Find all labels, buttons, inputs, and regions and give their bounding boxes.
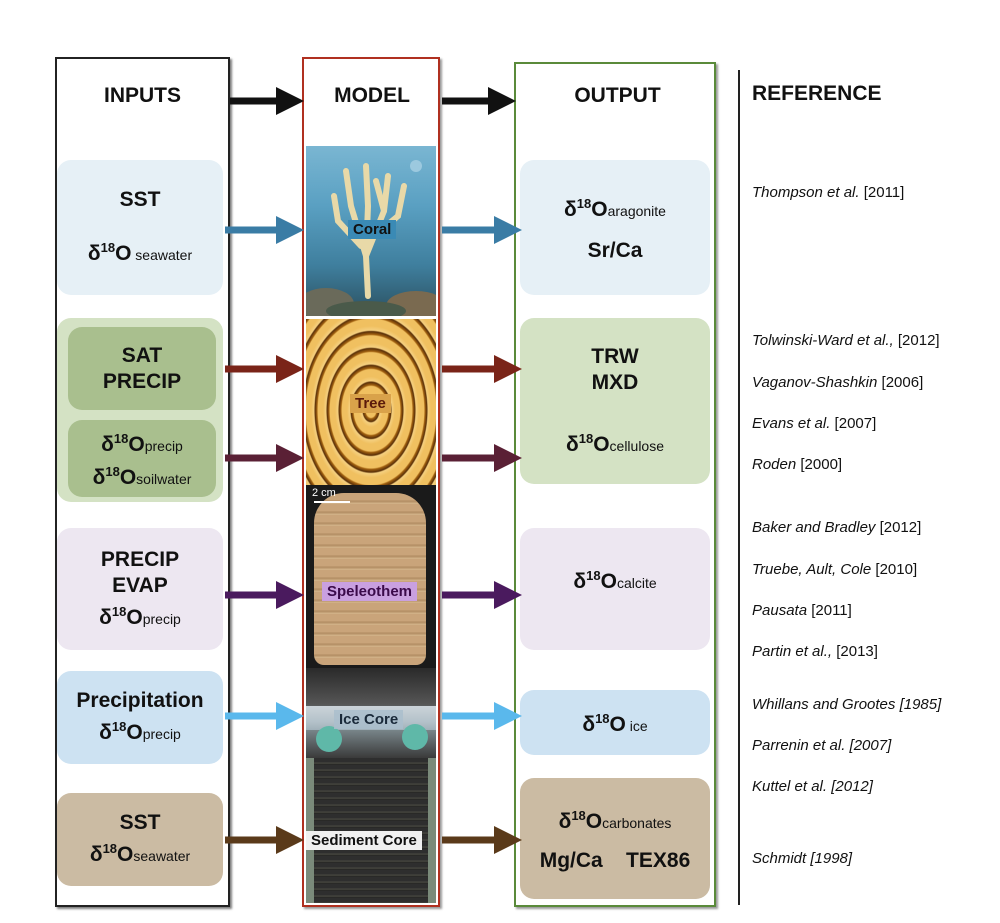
- output-d18o-cellulose: δ18Ocellulose: [565, 430, 665, 456]
- input-d18o-precip: δ18Oprecip: [101, 430, 183, 456]
- icecore-model-label: Ice Core: [334, 710, 404, 729]
- reference-item: Partin et al., [2013]: [752, 643, 878, 660]
- output-box-sediment: δ18Ocarbonates Mg/Ca TEX86: [520, 778, 710, 899]
- model-frame: [302, 57, 440, 907]
- coral-model-label: Coral: [348, 220, 397, 239]
- output-header: OUTPUT: [574, 84, 661, 107]
- inputs-header: INPUTS: [103, 84, 181, 107]
- speleothem-scale-label: 2 cm: [312, 487, 336, 499]
- input-box-sat-precip: SAT PRECIP: [68, 327, 216, 410]
- input-box-icecore: Precipitation δ18Oprecip: [57, 671, 223, 764]
- speleothem-body: [314, 493, 426, 665]
- input-box-isotopes-tree: δ18Oprecip δ18Osoilwater: [68, 420, 216, 497]
- reference-item: Whillans and Grootes [1985]: [752, 696, 942, 713]
- output-frame: [514, 62, 716, 907]
- input-precipitation-label: Precipitation: [76, 689, 204, 712]
- output-box-icecore: δ18O ice: [520, 690, 710, 755]
- icecore-image: Ice Core: [306, 668, 436, 758]
- output-box-tree: TRW MXD δ18Ocellulose: [520, 318, 710, 484]
- input-box-coral: SST δ18O seawater: [57, 160, 223, 295]
- input-box-speleothem: PRECIP EVAP δ18Oprecip: [57, 528, 223, 650]
- output-box-speleothem: δ18Ocalcite: [520, 528, 710, 650]
- reference-item: Truebe, Ault, Cole [2010]: [752, 561, 918, 578]
- output-mgca-tex86: Mg/Ca TEX86: [539, 849, 691, 872]
- tree-model-label: Tree: [350, 394, 391, 413]
- output-d18o-aragonite: δ18Oaragonite: [564, 196, 666, 221]
- sediment-model-label: Sediment Core: [306, 831, 422, 850]
- sediment-frame-right: [428, 758, 436, 903]
- output-d18o-carbonates: δ18Ocarbonates: [558, 808, 672, 833]
- reference-item: Schmidt [1998]: [752, 850, 853, 867]
- output-box-coral: δ18Oaragonite Sr/Ca: [520, 160, 710, 295]
- output-trw: TRW: [591, 344, 639, 368]
- coral-image: Coral: [306, 146, 436, 316]
- glove-left: [316, 726, 342, 752]
- input-evap-label: EVAP: [112, 573, 168, 597]
- reference-item: Roden [2000]: [752, 456, 843, 473]
- reference-divider: [738, 70, 740, 905]
- reference-item: Tolwinski-Ward et al., [2012]: [752, 332, 940, 349]
- input-precip-label-2: PRECIP: [100, 547, 180, 571]
- reference-item: Thompson et al. [2011]: [752, 184, 905, 201]
- sediment-frame-left: [306, 758, 314, 903]
- input-box-sediment: SST δ18Oseawater: [57, 793, 223, 886]
- output-d18o-calcite: δ18Ocalcite: [573, 567, 657, 593]
- input-d18o-seawater: δ18O seawater: [87, 240, 193, 265]
- model-header: MODEL: [334, 84, 410, 107]
- reference-header: REFERENCE: [752, 82, 882, 105]
- reference-item: Evans et al. [2007]: [752, 415, 877, 432]
- input-sst-label: SST: [119, 188, 161, 211]
- output-d18o-ice: δ18O ice: [582, 711, 648, 736]
- input-sst-label-2: SST: [119, 811, 161, 834]
- reference-item: Vaganov-Shashkin [2006]: [752, 374, 924, 391]
- input-d18o-precip-3: δ18Oprecip: [99, 719, 181, 744]
- input-d18o-seawater-2: δ18Oseawater: [89, 841, 191, 866]
- speleothem-scale-bar: [314, 501, 350, 503]
- reference-item: Pausata [2011]: [752, 602, 852, 619]
- speleothem-model-label: Speleothem: [322, 582, 418, 601]
- input-sat-label: SAT: [121, 343, 163, 367]
- input-d18o-soilwater: δ18Osoilwater: [92, 463, 192, 489]
- reference-item: Baker and Bradley [2012]: [752, 519, 922, 536]
- reference-item: Kuttel et al. [2012]: [752, 778, 873, 795]
- input-precip-label: PRECIP: [102, 369, 182, 393]
- output-srca: Sr/Ca: [587, 239, 643, 262]
- reference-item: Parrenin et al. [2007]: [752, 737, 892, 754]
- glove-right: [402, 724, 428, 750]
- inputs-frame: [55, 57, 230, 907]
- speleothem-image: 2 cm Speleothem: [306, 485, 436, 668]
- output-mxd: MXD: [591, 370, 639, 394]
- input-d18o-precip-2: δ18Oprecip: [99, 603, 181, 629]
- sediment-image: Sediment Core: [306, 758, 436, 903]
- tree-image: Tree: [306, 319, 436, 485]
